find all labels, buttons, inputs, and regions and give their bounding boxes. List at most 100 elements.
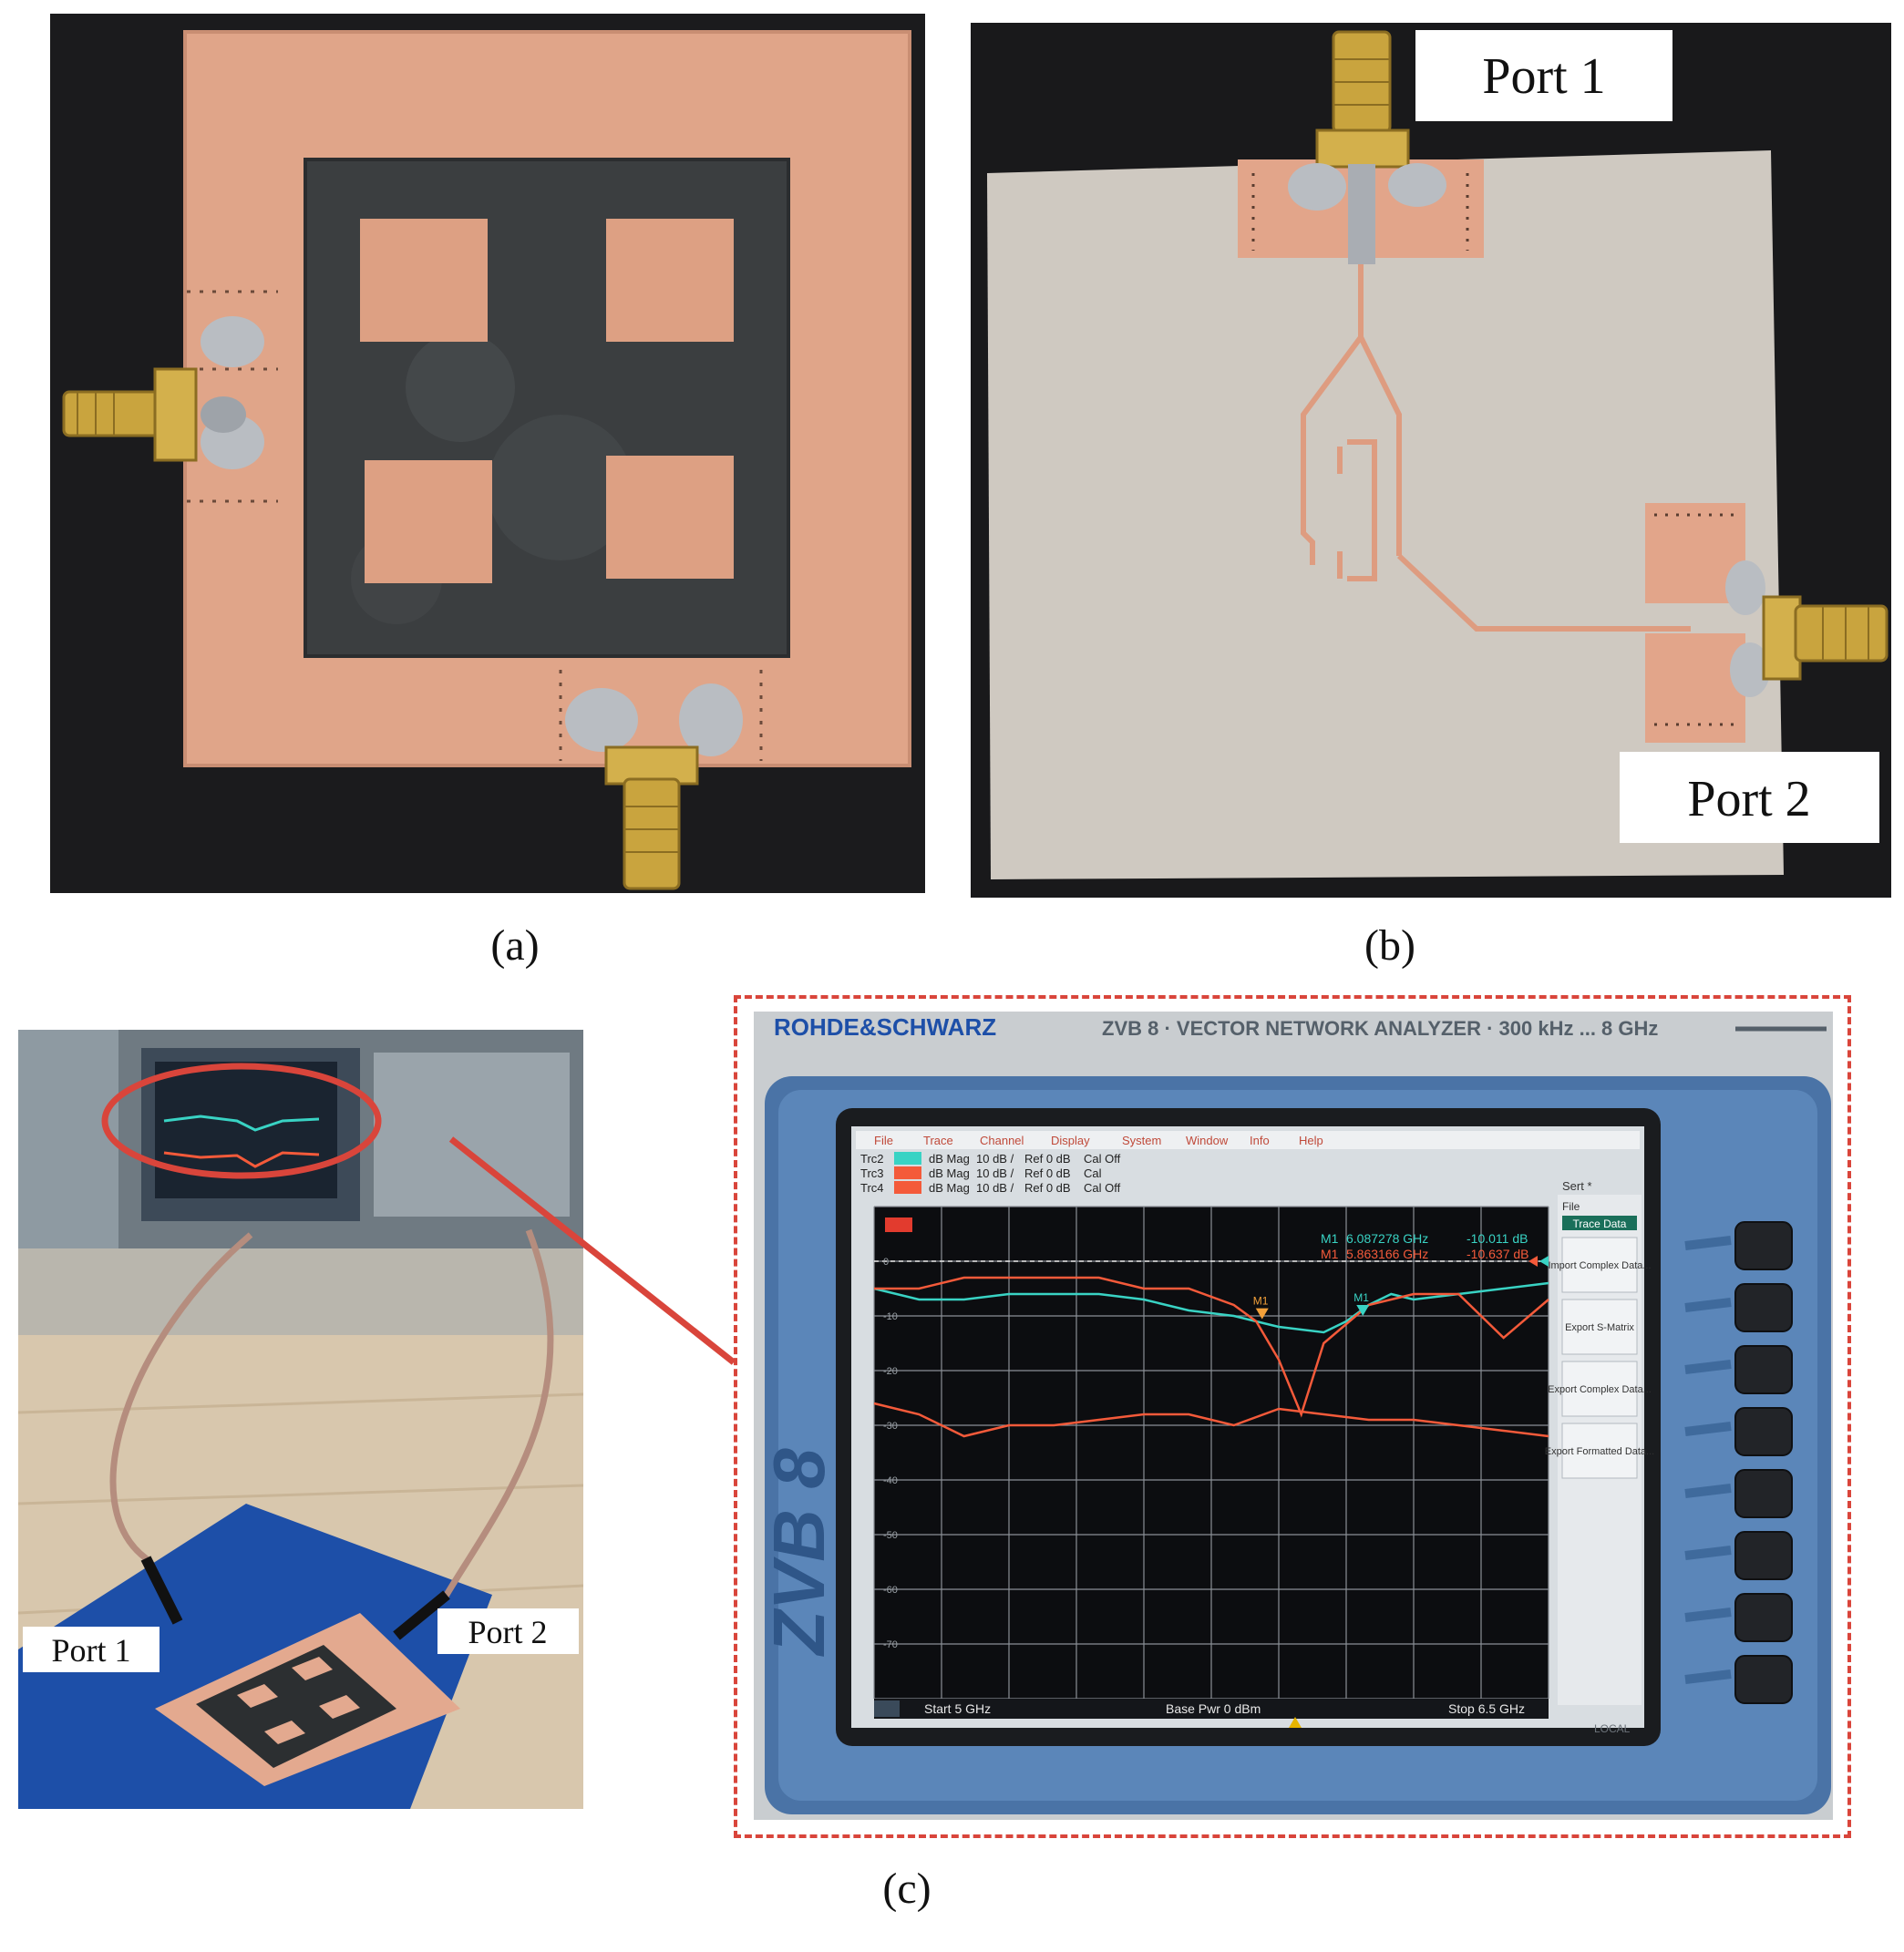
menu-item-trace[interactable]: Trace — [923, 1134, 953, 1147]
patch-bottom-right — [606, 456, 734, 579]
microstrip-feed-line — [1301, 258, 1691, 632]
warning-icon — [1289, 1717, 1302, 1728]
hardware-softkey-button[interactable] — [1734, 1655, 1793, 1704]
vna-footer-start: Start 5 GHz — [924, 1701, 991, 1716]
menu-item-display[interactable]: Display — [1051, 1134, 1090, 1147]
softkey-guide-line — [1684, 1669, 1732, 1684]
menu-item-window[interactable]: Window — [1186, 1134, 1229, 1147]
softkey-guide-line — [1684, 1608, 1732, 1622]
setup-port2-label: Port 2 — [468, 1614, 547, 1650]
trace-cal: Cal Off — [1084, 1181, 1121, 1195]
softkey-file: File — [1562, 1200, 1580, 1213]
softkey-button[interactable] — [1561, 1237, 1638, 1293]
vna-zoom-frame: ROHDE&SCHWARZ ZVB 8 · VECTOR NETWORK ANA… — [734, 995, 1851, 1838]
caption-c: (c) — [882, 1865, 931, 1913]
antenna-top-view-photo — [50, 14, 925, 893]
softkey-guide-line — [1684, 1298, 1732, 1312]
menu-item-help[interactable]: Help — [1299, 1134, 1323, 1147]
marker-triangle-cyan[interactable] — [1356, 1305, 1370, 1316]
trace-name[interactable]: Trc2 — [860, 1152, 884, 1166]
marker-label: M1 — [1353, 1291, 1369, 1304]
vna-brand: ROHDE&SCHWARZ — [774, 1013, 996, 1041]
softkey-guide-line — [1684, 1360, 1732, 1374]
trace-ref: Ref 0 dB — [1024, 1166, 1071, 1180]
caption-b: (b) — [1364, 921, 1415, 970]
menu-item-file[interactable]: File — [874, 1134, 893, 1147]
y-tick-label: -70 — [883, 1639, 898, 1650]
trace-color-swatch — [894, 1166, 921, 1179]
hardware-softkey-button[interactable] — [1734, 1407, 1793, 1456]
vna-side-logo: ZVB 8 — [758, 1448, 839, 1657]
sma-connector-bottom — [565, 683, 743, 890]
marker-readout-name: M1 — [1321, 1247, 1339, 1261]
y-tick-label: -40 — [883, 1475, 898, 1486]
y-tick-label: -50 — [883, 1530, 898, 1541]
ref-arrow-icon — [1539, 1256, 1549, 1267]
photo-panel-a — [50, 14, 925, 893]
ref-arrow-icon — [1528, 1256, 1538, 1267]
softkey-label: Import Complex Data... — [1548, 1260, 1651, 1271]
patch-top-left — [360, 219, 488, 342]
trace-cal: Cal — [1084, 1166, 1102, 1180]
marker-readout-freq: 5.863166 GHz — [1346, 1247, 1428, 1261]
trace-format: dB Mag — [929, 1181, 970, 1195]
softkey-button[interactable] — [1561, 1361, 1638, 1417]
hardware-softkey-button[interactable] — [1734, 1283, 1793, 1332]
vna-softkeys: Import Complex Data... Export S-MatrixExp… — [1545, 1237, 1654, 1479]
hardware-softkey-button[interactable] — [1734, 1469, 1793, 1518]
vna-footer-stop: Stop 6.5 GHz — [1448, 1701, 1525, 1716]
vna-model-line: ZVB 8 · VECTOR NETWORK ANALYZER · 300 kH… — [1102, 1017, 1658, 1040]
hardware-softkey-button[interactable] — [1734, 1221, 1793, 1270]
softkey-guide-line — [1684, 1236, 1732, 1250]
menu-item-info[interactable]: Info — [1250, 1134, 1270, 1147]
softkey-label: Export S-Matrix — [1565, 1322, 1634, 1333]
cable-port1 — [109, 1232, 253, 1615]
screen-highlight-ellipse — [101, 1063, 382, 1179]
trace-name[interactable]: Trc3 — [860, 1166, 884, 1180]
trace-cal: Cal Off — [1084, 1152, 1121, 1166]
y-tick-label: 0 — [883, 1257, 889, 1268]
menu-item-system[interactable]: System — [1122, 1134, 1161, 1147]
sma-connector-top — [1288, 30, 1446, 264]
softkey-label: Export Formatted Data... — [1545, 1446, 1654, 1457]
port1-label: Port 1 — [1482, 48, 1605, 105]
trace-format: dB Mag — [929, 1166, 970, 1180]
patch-top-right — [606, 219, 734, 342]
photo-panel-b: Port 1 Port 2 — [971, 23, 1891, 898]
y-tick-label: -10 — [883, 1311, 898, 1322]
hardware-softkey-button[interactable] — [1734, 1593, 1793, 1642]
vna-front-panel: ROHDE&SCHWARZ ZVB 8 · VECTOR NETWORK ANA… — [754, 1012, 1833, 1820]
softkey-guide-line — [1684, 1422, 1732, 1436]
trace-format: dB Mag — [929, 1152, 970, 1166]
marker-readout-freq: 6.087278 GHz — [1346, 1231, 1428, 1246]
softkey-active[interactable] — [1562, 1216, 1637, 1230]
vna-hardware-buttons — [1684, 1221, 1793, 1704]
trace-scale: 10 dB / — [976, 1152, 1014, 1166]
softkey-guide-line — [1684, 1546, 1732, 1560]
softkey-label: Export Complex Data... — [1548, 1384, 1652, 1395]
marker-readout-value: -10.637 dB — [1467, 1247, 1529, 1261]
svg-text:Trace Data: Trace Data — [1573, 1217, 1627, 1230]
trace-line-2 — [874, 1276, 1549, 1418]
footer-channel-icon — [874, 1700, 900, 1717]
trace-color-swatch — [894, 1181, 921, 1194]
port2-label: Port 2 — [1687, 771, 1810, 827]
menu-item-channel[interactable]: Channel — [980, 1134, 1024, 1147]
port1-label-box: Port 1 — [1415, 30, 1672, 121]
softkey-guide-line — [1684, 1484, 1732, 1498]
trace-scale: 10 dB / — [976, 1166, 1014, 1180]
vna-footer-status: LOCAL — [1594, 1722, 1631, 1735]
softkey-button[interactable] — [1561, 1423, 1638, 1479]
sma-connector-left — [62, 316, 264, 469]
hardware-softkey-button[interactable] — [1734, 1345, 1793, 1394]
trace-name[interactable]: Trc4 — [860, 1181, 884, 1195]
marker-triangle-orange[interactable] — [1255, 1308, 1269, 1320]
patch-bottom-left — [365, 460, 492, 583]
marker-label: M1 — [1253, 1295, 1269, 1308]
antenna-back-view-photo: Port 1 Port 2 — [971, 23, 1891, 898]
light-substrate — [987, 150, 1784, 879]
setup-port1-label: Port 1 — [51, 1632, 130, 1669]
trace-ref: Ref 0 dB — [1024, 1152, 1071, 1166]
softkey-button[interactable] — [1561, 1299, 1638, 1355]
hardware-softkey-button[interactable] — [1734, 1531, 1793, 1580]
